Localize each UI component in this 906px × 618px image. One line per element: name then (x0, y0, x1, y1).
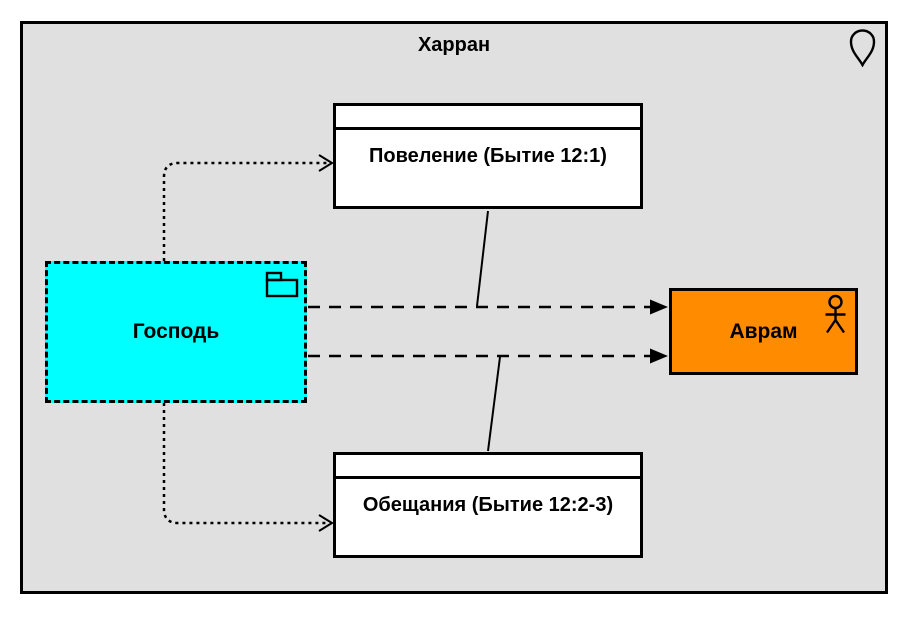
edge-gospod-to-povelenie[interactable] (162, 161, 327, 261)
edge-gospod-to-obeshchaniya-arrowhead (318, 514, 334, 532)
node-povelenie-header-strip (336, 106, 640, 130)
link-obeshchaniya-to-lower-edge[interactable] (487, 356, 501, 452)
node-avram-label: Аврам (729, 319, 798, 343)
actor-icon (825, 294, 846, 334)
node-povelenie[interactable]: Повеление (Бытие 12:1) (333, 103, 643, 209)
node-obeshchaniya[interactable]: Обещания (Бытие 12:2-3) (333, 452, 643, 558)
node-gospod-label: Господь (132, 320, 220, 343)
link-povelenie-to-upper-edge[interactable] (476, 210, 489, 307)
folder-icon (265, 271, 299, 298)
region-title: Харран (417, 34, 491, 56)
node-obeshchaniya-label: Обещания (Бытие 12:2-3) (362, 493, 614, 516)
edge-gospod-to-avram-lower-arrowhead (650, 348, 668, 364)
location-pin-icon (849, 29, 876, 67)
node-obeshchaniya-header-strip (336, 455, 640, 479)
edge-gospod-to-obeshchaniya[interactable] (162, 403, 327, 525)
node-gospod[interactable]: Господь (45, 261, 307, 403)
edge-gospod-to-povelenie-arrowhead (318, 154, 334, 172)
node-avram[interactable]: Аврам (669, 288, 858, 375)
edge-gospod-to-avram-upper-arrowhead (650, 299, 668, 315)
node-povelenie-label: Повеление (Бытие 12:1) (369, 144, 607, 167)
